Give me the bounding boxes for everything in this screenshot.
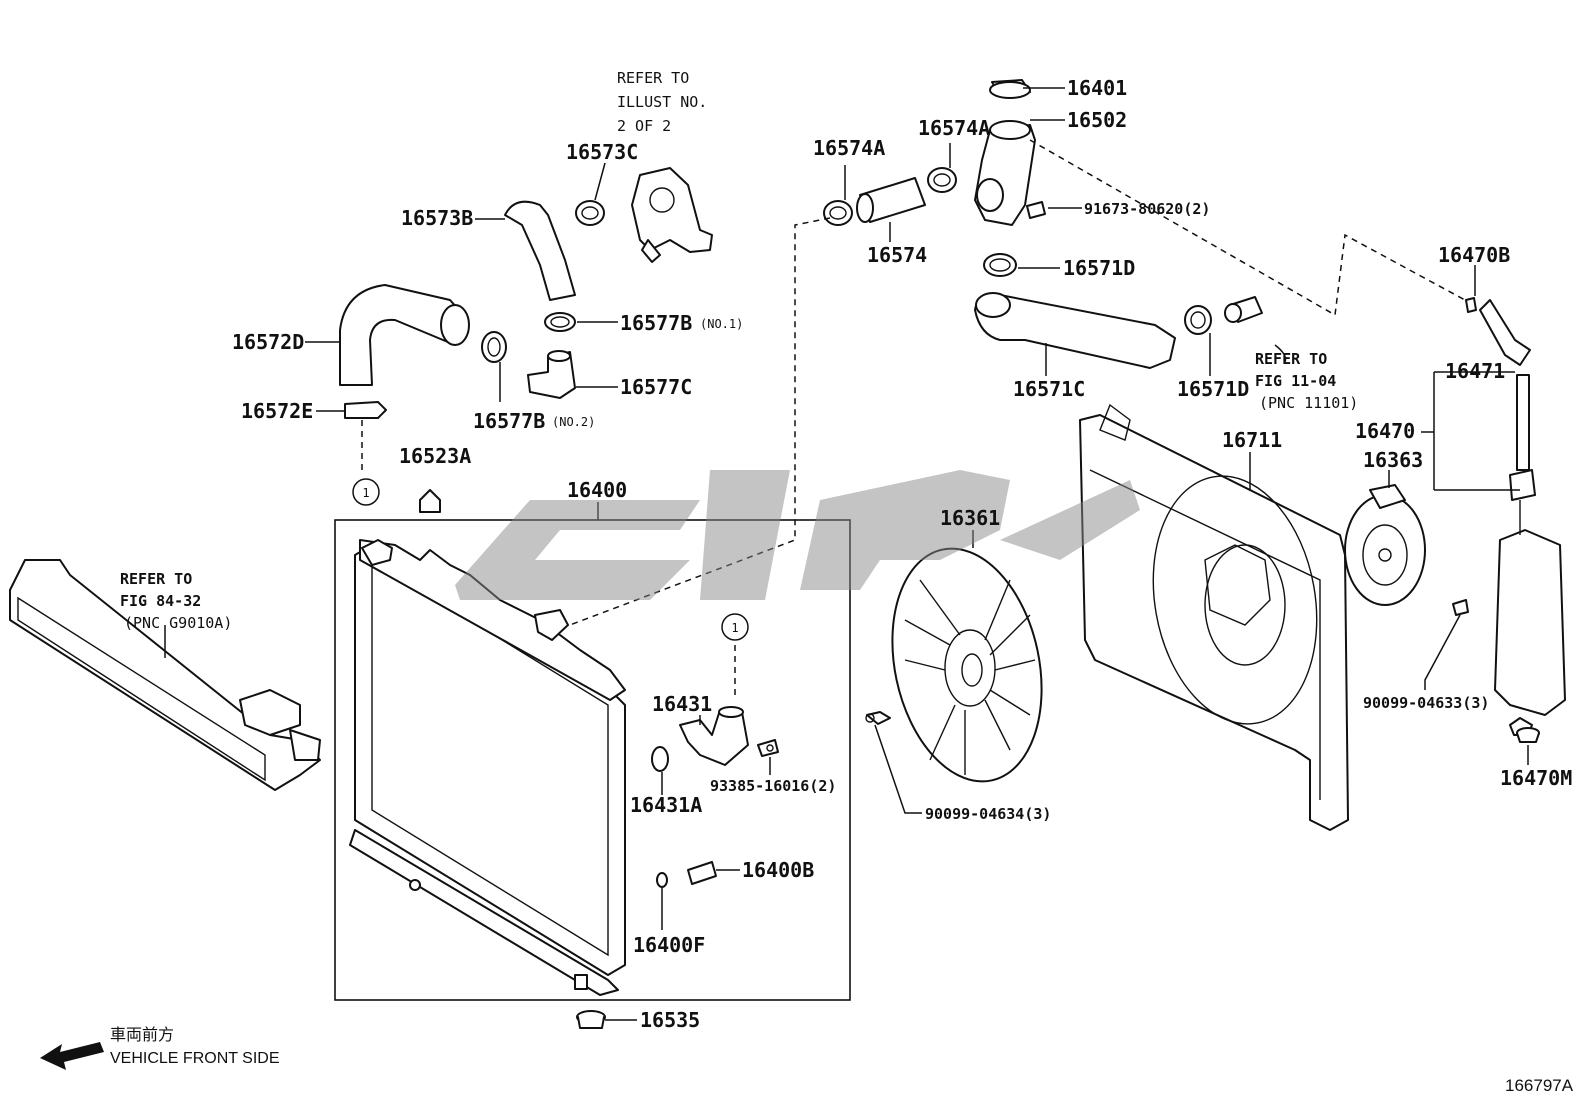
label-16470: 16470 [1355, 419, 1415, 443]
bolt-90099-04634[interactable] [865, 711, 891, 725]
clip-16470B[interactable] [1465, 297, 1477, 313]
svg-text:FIG 84-32: FIG 84-32 [120, 592, 201, 610]
label-16471: 16471 [1445, 359, 1505, 383]
label-16573B: 16573B [401, 206, 473, 230]
cushion-16535[interactable] [576, 1010, 606, 1029]
label-16711: 16711 [1222, 428, 1282, 452]
hose-16571C[interactable] [974, 292, 1176, 369]
radiator[interactable] [349, 539, 626, 996]
svg-text:REFER TO: REFER TO [120, 570, 192, 588]
drain-elbow[interactable] [527, 350, 576, 399]
note-illust-ref: REFER TO ILLUST NO. 2 OF 2 [617, 69, 707, 135]
note-fig-11-04: REFER TO FIG 11-04 (PNC 11101) [1255, 350, 1358, 412]
radiator-cap[interactable] [989, 79, 1031, 99]
label-16571C: 16571C [1013, 377, 1085, 401]
label-91673: 91673-80620(2) [1084, 200, 1210, 218]
watermark-logo [455, 470, 1140, 600]
svg-text:2 OF 2: 2 OF 2 [617, 117, 671, 135]
label-90099-04633: 90099-04633(3) [1363, 694, 1489, 712]
bolt-91673[interactable] [1026, 201, 1046, 219]
fan-motor[interactable] [1344, 484, 1426, 606]
hose-fitting-16572E[interactable] [344, 401, 387, 419]
hose-16574[interactable] [856, 177, 926, 223]
label-16363: 16363 [1363, 448, 1423, 472]
hose-16572D[interactable] [339, 284, 470, 386]
label-16523A: 16523A [399, 444, 471, 468]
bolt-93385[interactable] [757, 739, 779, 757]
circled-one-icon: 1 [352, 478, 380, 506]
label-no1: (NO.1) [700, 317, 743, 331]
label-16574A: 16574A [918, 116, 990, 140]
svg-text:REFER TO: REFER TO [617, 69, 689, 87]
label-16400F: 16400F [633, 933, 705, 957]
note-fig-84-32: REFER TO FIG 84-32 (PNC G9010A) [120, 570, 232, 632]
svg-text:(PNC 11101): (PNC 11101) [1259, 394, 1358, 412]
svg-text:ILLUST NO.: ILLUST NO. [617, 93, 707, 111]
svg-text:1: 1 [362, 486, 369, 500]
label-90099-04634: 90099-04634(3) [925, 805, 1051, 823]
label-16400B: 16400B [742, 858, 814, 882]
clamp-16577B-no2[interactable] [481, 331, 507, 363]
reserve-tank[interactable] [1479, 299, 1566, 736]
clamp-16574A-left[interactable] [823, 200, 853, 226]
svg-text:REFER TO: REFER TO [1255, 350, 1327, 368]
oring-16431A[interactable] [651, 746, 669, 772]
label-16577B: 16577B [473, 409, 545, 433]
label-no2: (NO.2) [552, 415, 595, 429]
front-label-jp: 車両前方 [110, 1026, 174, 1044]
svg-text:FIG 11-04: FIG 11-04 [1255, 372, 1336, 390]
label-16361: 16361 [940, 506, 1000, 530]
diagram-id: 166797A [1505, 1076, 1574, 1095]
clamp-16574A-right[interactable] [927, 167, 957, 193]
cooling-fan[interactable] [872, 535, 1062, 796]
drain-plug-16400B[interactable] [687, 861, 717, 885]
label-16574A: 16574A [813, 136, 885, 160]
hose-stub[interactable] [1224, 296, 1263, 323]
label-16431A: 16431A [630, 793, 702, 817]
oring-16400F[interactable] [656, 872, 668, 888]
plug-16470M[interactable] [1516, 727, 1540, 743]
label-16572D: 16572D [232, 330, 304, 354]
water-outlet-16431[interactable] [679, 706, 749, 766]
fan-shroud[interactable] [1079, 403, 1349, 831]
label-16400: 16400 [567, 478, 627, 502]
label-16573C: 16573C [566, 140, 638, 164]
label-16571D: 16571D [1177, 377, 1249, 401]
clamp-16577B-no1[interactable] [544, 312, 576, 332]
arrow-left-icon [40, 1042, 104, 1070]
label-16470M: 16470M [1500, 766, 1572, 790]
label-16577B: 16577B [620, 311, 692, 335]
label-16572E: 16572E [241, 399, 313, 423]
svg-text:1: 1 [731, 621, 738, 635]
label-16577C: 16577C [620, 375, 692, 399]
grommet-16523A[interactable] [419, 489, 441, 513]
front-label-en: VEHICLE FRONT SIDE [110, 1050, 280, 1067]
intercooler[interactable] [9, 559, 321, 791]
label-16502: 16502 [1067, 108, 1127, 132]
svg-text:(PNC G9010A): (PNC G9010A) [124, 614, 232, 632]
label-16535: 16535 [640, 1008, 700, 1032]
bolt-90099-04633[interactable] [1452, 599, 1469, 616]
clamp-16573C[interactable] [575, 200, 605, 226]
hose-16573B[interactable] [504, 200, 576, 301]
label-16401: 16401 [1067, 76, 1127, 100]
label-16571D: 16571D [1063, 256, 1135, 280]
clamp-16571D-right[interactable] [1184, 305, 1212, 335]
label-16431: 16431 [652, 692, 712, 716]
water-valve[interactable] [631, 167, 713, 263]
circled-one-icon: 1 [721, 613, 749, 641]
label-16470B: 16470B [1438, 243, 1510, 267]
label-16574: 16574 [867, 243, 927, 267]
label-93385: 93385-16016(2) [710, 777, 836, 795]
filler-neck[interactable] [974, 120, 1036, 226]
clamp-16571D-top[interactable] [983, 253, 1017, 277]
